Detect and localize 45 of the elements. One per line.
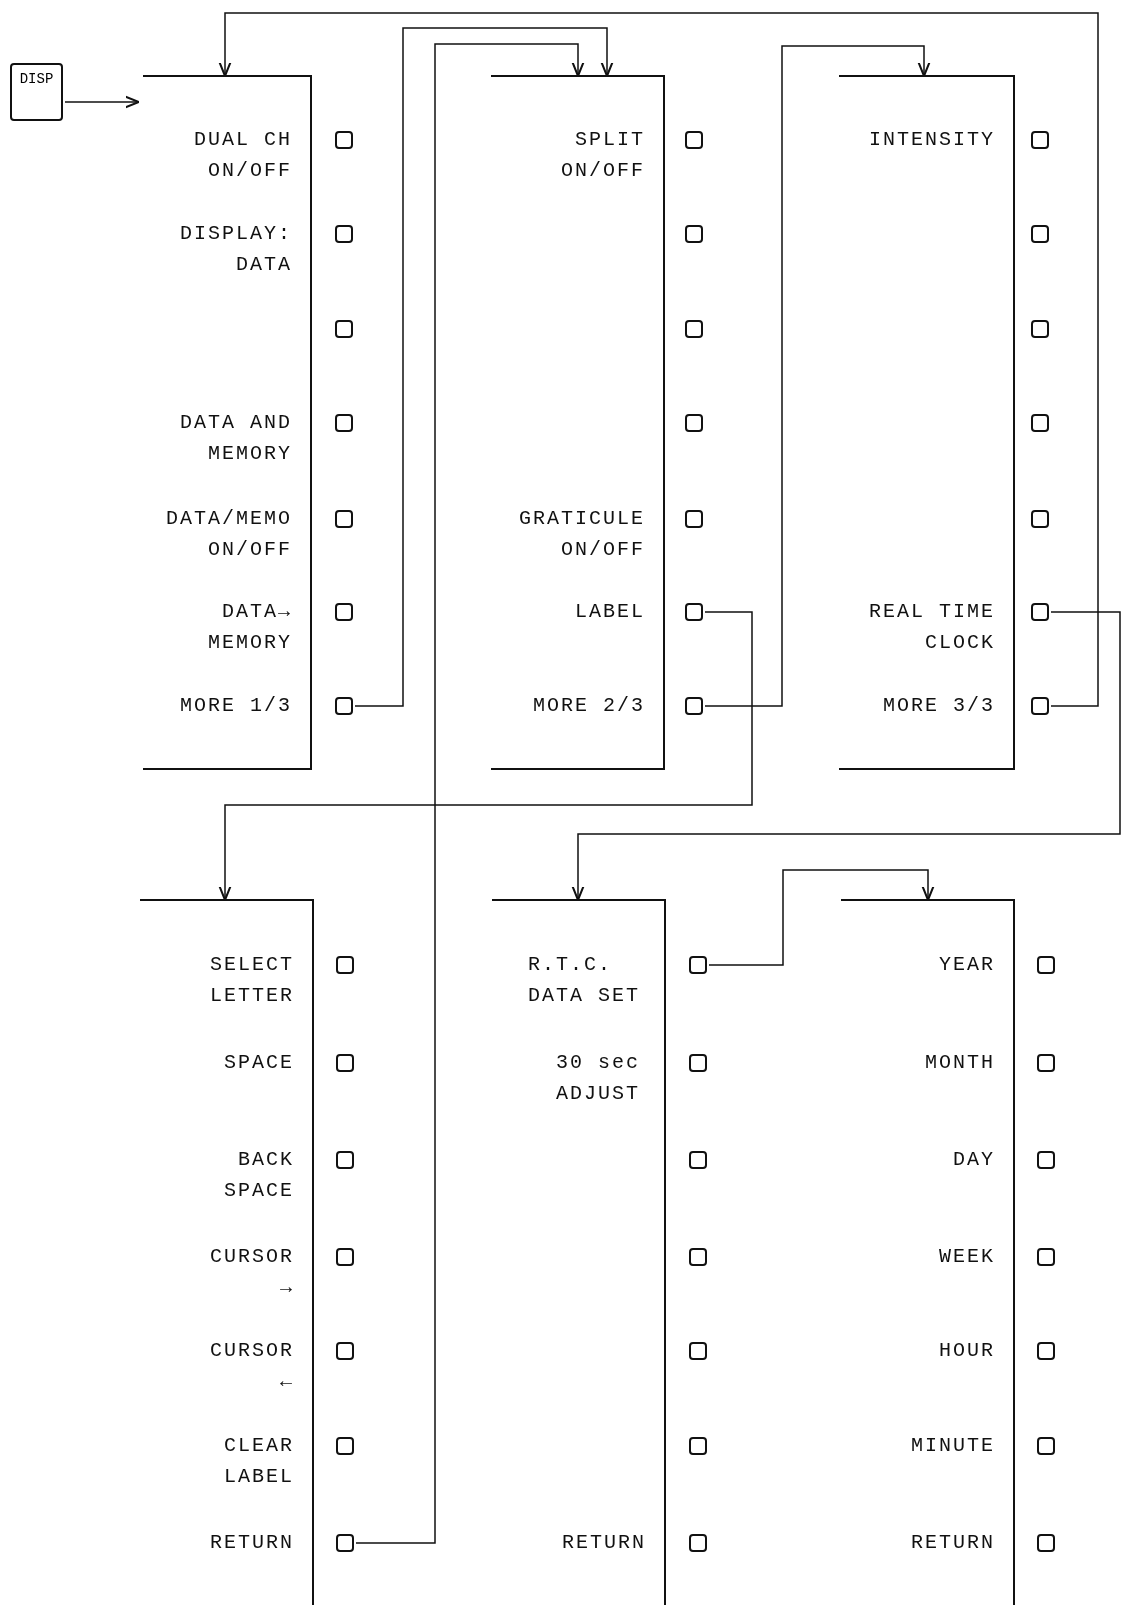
key-label: RETURN [209, 1530, 294, 1556]
arrow [218, 611, 753, 901]
menu-panel [143, 75, 312, 770]
key-label: R.T.C. DATA SET [528, 952, 641, 1009]
menu-panel [140, 899, 314, 1605]
key-label: MORE 1/3 [179, 693, 292, 719]
key-button: DISP [10, 63, 63, 121]
key-label: RETURN [561, 1530, 646, 1556]
arrow [218, 12, 1099, 707]
key-label: WEEK [938, 1244, 995, 1270]
key-label: RETURN [910, 1530, 995, 1556]
arrow [354, 27, 614, 707]
arrow [571, 611, 1121, 901]
key-label: MONTH [924, 1050, 995, 1076]
key-label: DATA/MEMO ON/OFF [164, 506, 292, 563]
key-label: GRATICULE ON/OFF [517, 506, 645, 563]
arrow [64, 95, 140, 109]
key-label: CURSOR ← [209, 1338, 294, 1395]
menu-panel [839, 75, 1015, 770]
key-label: 30 sec ADJUST [556, 1050, 641, 1107]
key-label: CURSOR → [209, 1244, 294, 1301]
key-label: HOUR [938, 1338, 995, 1364]
key-label: DATA AND MEMORY [179, 410, 292, 467]
key-label: DUAL CH ON/OFF [193, 127, 292, 184]
key-label: DISPLAY: DATA [179, 221, 292, 278]
key-label: SELECT LETTER [209, 952, 294, 1009]
arrow [708, 869, 935, 966]
key-label: SPLIT ON/OFF [560, 127, 645, 184]
key-label: MORE 3/3 [882, 693, 995, 719]
key-label: SPACE [223, 1050, 294, 1076]
menu-panel [492, 899, 666, 1605]
key-label: DAY [952, 1147, 995, 1173]
key-label: MORE 2/3 [532, 693, 645, 719]
key-label: YEAR [938, 952, 995, 978]
key-label: REAL TIME CLOCK [867, 599, 995, 656]
arrow [355, 43, 585, 1544]
key-label: DATA→ MEMORY [207, 599, 292, 656]
menu-panel [841, 899, 1015, 1605]
key-label: INTENSITY [867, 127, 995, 153]
menu-panel [491, 75, 665, 770]
key-label: LABEL [574, 599, 645, 625]
key-label: CLEAR LABEL [223, 1433, 294, 1490]
key-label: MINUTE [910, 1433, 995, 1459]
key-label: BACK SPACE [223, 1147, 294, 1204]
arrow [704, 45, 931, 707]
